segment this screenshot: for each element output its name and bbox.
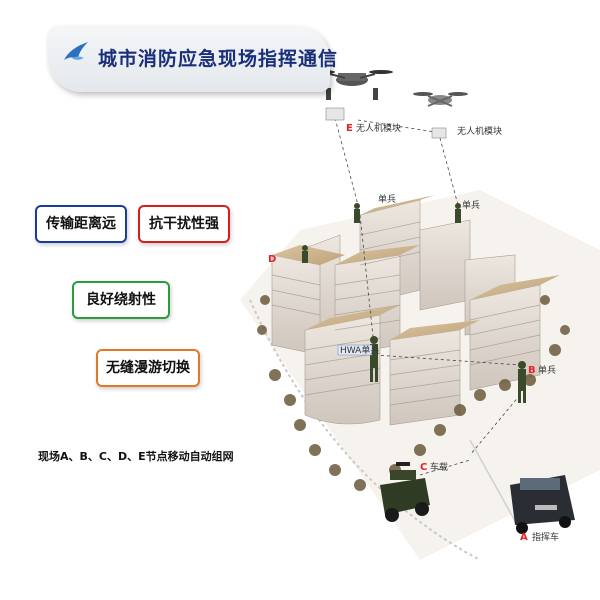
center-sign-label: HWA单兵	[340, 344, 379, 356]
node-e-right-label: 无人机模块	[457, 125, 502, 137]
building-cluster	[271, 195, 560, 426]
drone-right-icon	[413, 92, 468, 139]
node-e-left-label: 无人机模块	[356, 122, 401, 134]
node-e-letter: E	[346, 123, 353, 134]
node-soldier-label: 单兵	[462, 199, 480, 211]
node-c-label: 车载	[430, 461, 448, 473]
feature-badge-diffraction: 良好绕射性	[72, 281, 170, 319]
feature-badge-anti-jam: 抗干扰性强	[138, 205, 230, 243]
title-banner: 城市消防应急现场指挥通信	[48, 26, 337, 92]
command-van-icon	[510, 475, 575, 534]
armored-vehicle-icon	[380, 462, 430, 522]
node-d-letter: D	[268, 254, 276, 265]
node-c-letter: C	[420, 462, 427, 473]
bird-logo-icon	[64, 42, 88, 60]
page-title: 城市消防应急现场指挥通信	[98, 48, 339, 70]
node-b-label: 单兵	[538, 364, 556, 376]
node-soldier-top-label: 单兵	[378, 193, 396, 205]
link-lines	[334, 117, 521, 476]
node-a-label: 指挥车	[532, 531, 559, 543]
node-a-letter: A	[520, 532, 528, 543]
network-note: 现场A、B、C、D、E节点移动自动组网	[38, 450, 234, 463]
feature-badge-roaming: 无缝漫游切换	[96, 349, 200, 387]
node-b-letter: B	[528, 365, 536, 376]
center-sign	[337, 344, 373, 356]
feature-badge-range: 传输距离远	[35, 205, 127, 243]
soldier-icon	[302, 203, 526, 403]
